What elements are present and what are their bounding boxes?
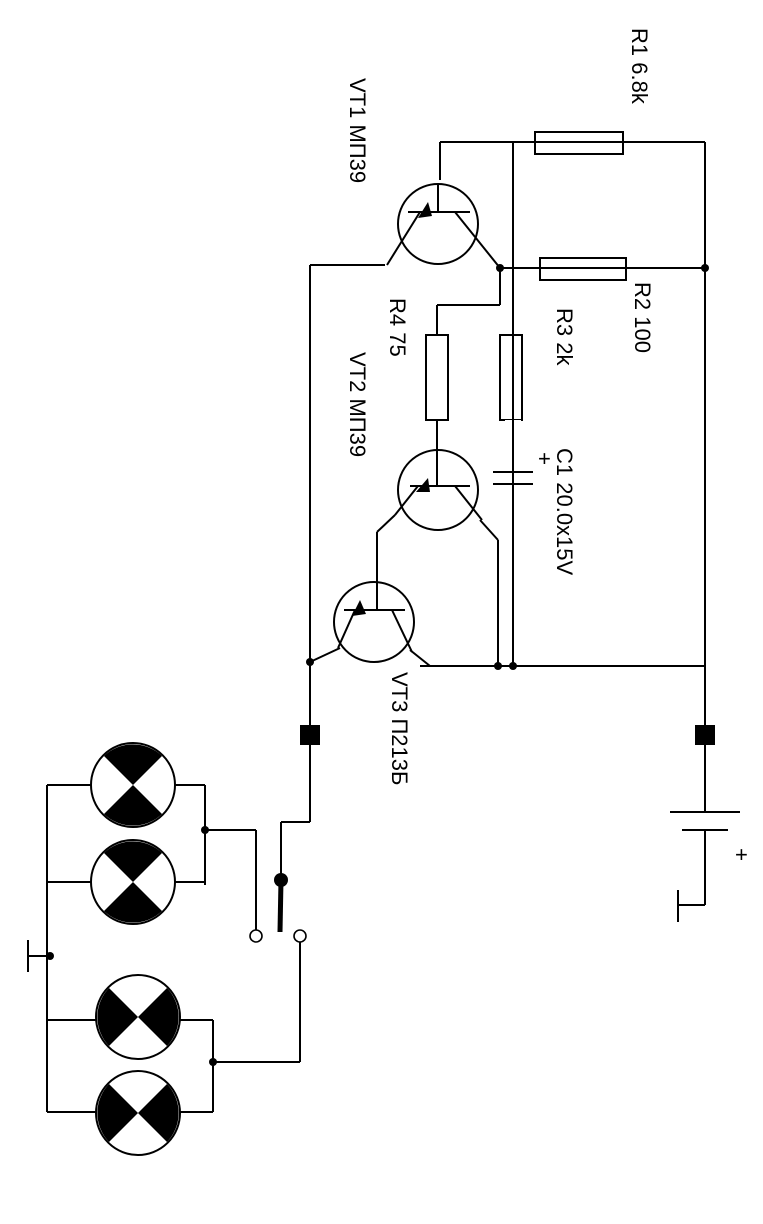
changeover-switch [205,829,307,1063]
resistor-r2 [539,257,627,281]
capacitor-c1: + [493,420,551,485]
transistor-vt2 [394,449,483,531]
terminal-supply [695,725,715,745]
label-r3: R3 2k [552,308,577,366]
capacitor-plus-sign: + [538,446,551,471]
lamp-1 [90,742,176,828]
lamp-4 [95,1070,181,1156]
junction-dots [46,264,709,1066]
lamp-3 [95,974,181,1060]
wiring [280,141,706,922]
label-c1: C1 20.0x15V [552,448,577,576]
terminal-output [300,725,320,745]
resistor-r4 [425,334,449,421]
battery-plus-sign: + [735,842,748,867]
resistor-r3 [499,334,523,421]
transistor-vt3 [333,581,415,663]
battery: + [670,811,748,867]
label-r2: R2 100 [630,282,655,353]
label-r4: R4 75 [385,298,410,357]
label-vt2: VT2 МП39 [345,352,370,457]
label-vt3: VT3 П213Б [387,672,412,785]
resistor-r1 [534,131,624,155]
lamp-wiring [27,784,214,1113]
label-vt1: VT1 МП39 [345,78,370,183]
transistor-vt1 [386,183,501,269]
label-r1: R1 6.8k [627,28,652,105]
lamp-2 [90,839,176,925]
